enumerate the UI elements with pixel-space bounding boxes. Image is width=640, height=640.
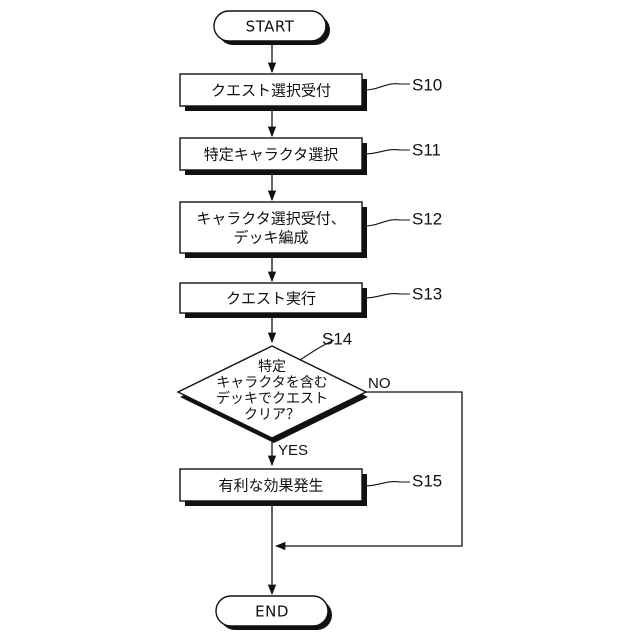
step-s10: クエスト選択受付 S10 xyxy=(180,74,442,111)
decision-s14-line4: クリア？ xyxy=(244,407,300,423)
step-s15-leader xyxy=(364,482,410,486)
decision-s14: 特定 キャラクタを含む デッキでクエスト クリア？ S14 NO YES xyxy=(178,329,391,459)
step-s15-text: 有利な効果発生 xyxy=(218,477,323,495)
step-s12-id: S12 xyxy=(412,209,442,228)
step-s11-leader xyxy=(364,150,410,154)
step-s13: クエスト実行 S13 xyxy=(180,283,442,318)
step-s12-leader xyxy=(364,220,410,226)
step-s15: 有利な効果発生 S15 xyxy=(180,469,442,506)
start-label: START xyxy=(246,18,295,36)
end-label: END xyxy=(255,603,289,621)
decision-yes-label: YES xyxy=(278,442,308,459)
start-terminal: START xyxy=(214,11,330,45)
decision-s14-id: S14 xyxy=(322,329,352,348)
step-s13-text: クエスト実行 xyxy=(226,290,316,308)
decision-s14-line2: キャラクタを含む xyxy=(216,375,327,391)
step-s11-text: 特定キャラクタ選択 xyxy=(204,146,338,164)
step-s15-id: S15 xyxy=(412,471,442,490)
step-s11-id: S11 xyxy=(412,140,441,159)
step-s13-id: S13 xyxy=(412,284,442,303)
step-s12-text-line2: デッキ編成 xyxy=(233,229,308,247)
step-s10-leader xyxy=(364,84,410,90)
step-s11: 特定キャラクタ選択 S11 xyxy=(180,138,441,175)
decision-s14-line3: デッキでクエスト xyxy=(216,390,328,407)
step-s13-leader xyxy=(364,294,410,298)
end-terminal: END xyxy=(216,596,332,630)
step-s10-text: クエスト選択受付 xyxy=(211,82,331,100)
decision-no-label: NO xyxy=(368,375,391,392)
step-s12: キャラクタ選択受付、 デッキ編成 S12 xyxy=(180,202,442,258)
decision-s14-line1: 特定 xyxy=(258,359,286,375)
step-s12-text-line1: キャラクタ選択受付、 xyxy=(196,210,345,228)
step-s10-id: S10 xyxy=(412,75,442,94)
